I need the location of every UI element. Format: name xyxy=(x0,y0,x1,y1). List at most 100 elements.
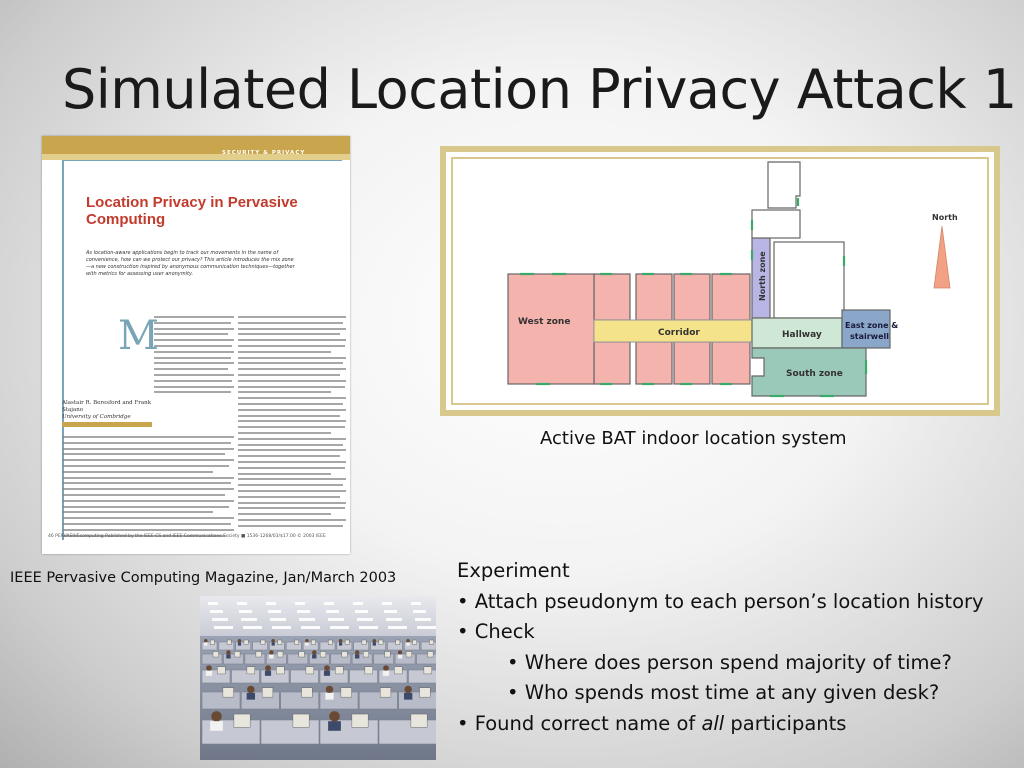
person-head xyxy=(338,639,343,643)
experiment-bullet-3: • Found correct name of all participants xyxy=(457,709,984,740)
magazine-text-line xyxy=(62,522,231,525)
person-body xyxy=(269,654,274,659)
ceiling-light xyxy=(297,610,310,613)
ceiling-light xyxy=(411,602,421,605)
north-wing-room xyxy=(767,161,801,209)
bullet-glyph: • xyxy=(507,681,519,705)
magazine-text-line xyxy=(238,327,346,330)
office-room xyxy=(673,341,711,385)
computer-monitor xyxy=(335,666,344,675)
magazine-text-line xyxy=(62,511,214,514)
north-arrow-label: North xyxy=(932,213,958,222)
magazine-text-line xyxy=(62,534,226,537)
computer-monitor xyxy=(301,687,313,698)
ceiling-light xyxy=(270,618,286,621)
magazine-text-line xyxy=(154,373,234,376)
magazine-section-label: SECURITY & PRIVACY xyxy=(222,150,306,156)
magazine-text-line xyxy=(154,321,231,324)
magazine-text-column xyxy=(62,436,234,540)
corridor-label: Corridor xyxy=(658,328,700,338)
ceiling-light xyxy=(272,626,291,629)
person-body xyxy=(205,670,213,676)
magazine-text-column xyxy=(154,316,234,397)
cubicle-partition xyxy=(260,719,320,745)
east-zone-label-line2: stairwell xyxy=(850,332,889,341)
cubicle-partition xyxy=(308,653,330,665)
cubicle-partition xyxy=(420,641,436,651)
cubicle-partition xyxy=(373,653,394,665)
person-head xyxy=(312,650,317,655)
bullet-glyph: • xyxy=(457,620,469,644)
ceiling-light xyxy=(266,602,276,605)
computer-monitor xyxy=(222,687,234,698)
magazine-text-line xyxy=(154,327,234,330)
computer-monitor xyxy=(277,639,283,645)
person-body xyxy=(397,654,403,659)
computer-monitor xyxy=(320,651,327,658)
person-head xyxy=(406,639,410,643)
person-head xyxy=(324,665,330,671)
computer-monitor xyxy=(243,639,249,645)
person-body xyxy=(226,654,231,659)
cubicle-partition xyxy=(349,669,378,684)
office-room xyxy=(635,341,673,385)
computer-monitor xyxy=(378,639,384,645)
cubicle-partition xyxy=(252,641,268,651)
person-body xyxy=(312,654,317,659)
ceiling-light xyxy=(382,602,392,605)
north-wing-large-room xyxy=(773,241,845,319)
ceiling-light xyxy=(355,610,368,613)
magazine-text-line xyxy=(238,443,343,446)
experiment-block: Experiment • Attach pseudonym to each pe… xyxy=(457,556,984,740)
bullet-glyph: • xyxy=(507,650,519,674)
computer-monitor xyxy=(292,713,310,728)
magazine-text-line xyxy=(154,379,233,382)
cubicle-partition xyxy=(201,653,223,665)
computer-monitor xyxy=(419,687,431,698)
computer-monitor xyxy=(429,639,434,645)
magazine-text-line xyxy=(238,460,346,463)
magazine-text-line xyxy=(62,482,231,485)
cubicle-partition xyxy=(353,641,370,651)
person-body xyxy=(210,721,223,731)
magazine-rule-horizontal xyxy=(62,160,342,161)
magazine-author-names: Alastair R. Beresford and Frank Stajano xyxy=(62,400,152,413)
magazine-text-line xyxy=(62,464,229,467)
magazine-text-line xyxy=(238,437,346,440)
person-body xyxy=(246,692,256,700)
computer-monitor xyxy=(210,639,215,645)
magazine-text-line xyxy=(238,478,346,481)
cubicle-partition xyxy=(231,669,260,684)
magazine-text-line xyxy=(154,362,234,365)
person-head xyxy=(211,711,222,722)
magazine-text-line xyxy=(62,493,226,496)
magazine-text-line xyxy=(238,513,331,516)
magazine-page-image: SECURITY & PRIVACY Location Privacy in P… xyxy=(42,136,350,554)
magazine-text-line xyxy=(238,507,345,510)
computer-monitor xyxy=(344,639,350,645)
magazine-text-line xyxy=(238,362,343,365)
magazine-header-bar xyxy=(42,136,350,154)
magazine-text-line xyxy=(154,391,231,394)
cubicle-partition xyxy=(280,691,319,710)
cubicle-partition xyxy=(244,653,266,665)
cubicle-partition xyxy=(290,669,319,684)
computer-monitor xyxy=(341,651,348,658)
hallway-label: Hallway xyxy=(782,330,822,340)
cubicle-partition xyxy=(223,653,244,665)
magazine-text-line xyxy=(238,414,340,417)
magazine-text-line xyxy=(238,455,340,458)
experiment-subbullet-1: • Where does person spend majority of ti… xyxy=(457,648,984,679)
ceiling-light xyxy=(357,618,373,621)
south-zone-label: South zone xyxy=(786,369,843,379)
cubicle-partition xyxy=(370,641,386,651)
cubicle-partition xyxy=(201,691,241,710)
north-arrow-icon xyxy=(933,225,951,289)
magazine-text-column xyxy=(238,316,346,530)
magazine-text-line xyxy=(238,466,345,469)
ceiling-light xyxy=(388,626,407,629)
experiment-item-text: Who spends most time at any given desk? xyxy=(524,681,940,705)
person-body xyxy=(237,642,242,646)
cubicle-partition xyxy=(235,641,252,651)
magazine-header-stripe xyxy=(42,154,350,160)
